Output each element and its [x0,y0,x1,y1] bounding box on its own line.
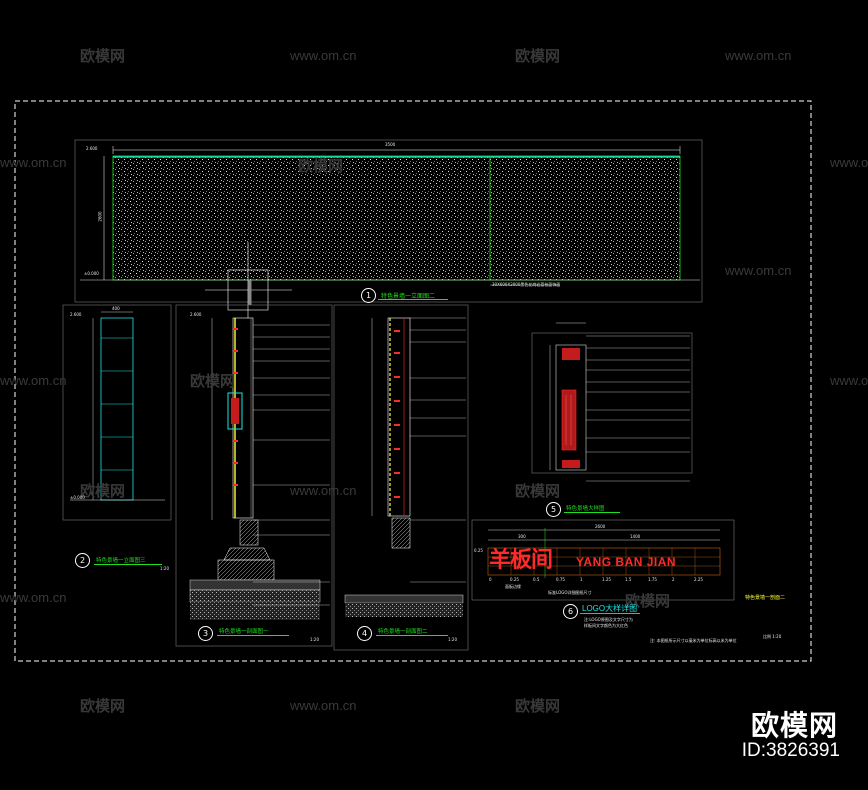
logo-label-a: 面板边缘 [505,584,521,589]
watermark-cn: 欧模网 [298,158,344,175]
watermark-url: www.om.cn [830,373,868,388]
logo-label-b: 标准LOGO详细图纸尺寸 [548,590,592,595]
detail5-title: 特色景墙大样图 [566,506,605,512]
logo-grid [487,547,721,576]
watermark-cn: 欧模网 [515,698,561,715]
detail2-bottom-level: ±0.000 [70,495,85,500]
sheet-scale-label: 比例 1:20 [763,634,782,639]
logo-dim-a: 300 [518,534,526,539]
detail4-scale: 1:20 [448,637,457,642]
detail3-title: 特色景墙一剖面图一 [219,629,269,635]
logo-detail-title: LOGO大样详图 [582,604,638,613]
tick: 0.5 [533,577,540,582]
top-level: 2.600 [86,146,98,151]
watermark-url: www.om.cn [290,48,357,63]
logo-english-text: YANG BAN JIAN [576,555,677,569]
detail-number-4: 4 [357,626,372,641]
width-dimension: 3500 [385,142,396,147]
brand-id: ID:3826391 [741,740,840,761]
tick: 1 [580,577,583,582]
detail5-frame [531,322,693,482]
watermark-url: www.om.cn [0,373,67,388]
watermark-url: www.om.cn [725,263,792,278]
detail6-frame [471,519,735,601]
material-note: 30X600X2000黑色花岗岩荔枝面饰面 [492,282,561,287]
tick: 1.25 [602,577,611,582]
detail3-scale: 1:20 [310,637,319,642]
watermark-url: www.om.cn [0,590,67,605]
sheet-right-title: 特色景墙一剖面二 [745,595,786,601]
watermark-cn: 欧模网 [515,48,561,65]
detail4-title: 特色景墙一剖面图二 [378,629,428,635]
detail-number-3: 3 [198,626,213,641]
logo-dim-b: 1400 [630,534,641,539]
tick: 1.5 [625,577,632,582]
detail4-frame [333,304,469,651]
tick: 1.75 [648,577,657,582]
watermark-cn: 欧模网 [80,698,126,715]
watermark-url: www.om.cn [290,698,357,713]
logo-width-dim: 2600 [595,524,606,529]
tick: 0.75 [556,577,565,582]
watermark-url: www.om.cn [725,48,792,63]
watermark-cn: 欧模网 [515,483,561,500]
detail2-title: 特色景墙一立面图三 [96,558,146,564]
watermark-cn: 欧模网 [80,48,126,65]
ground-level: ±0.000 [84,271,99,276]
brand-logo: 欧模网 [750,709,838,742]
logo-note-1: 注:LOGO原图及文字尺寸为 [584,617,633,622]
detail-number-1: 1 [361,288,376,303]
watermark-url: www.om.cn [290,483,357,498]
logo-chinese-text: 羊板间 [489,548,553,573]
tick: 2.25 [694,577,703,582]
tick: 2 [672,577,675,582]
watermark-cn: 欧模网 [625,593,671,610]
watermark-cn: 欧模网 [80,483,126,500]
granite-wall-panel [112,155,681,281]
detail2-top-level: 2.600 [70,312,82,317]
detail-number-6: 6 [563,604,578,619]
watermark-url: www.om.cn [0,155,67,170]
detail3-top-level: 2.600 [190,312,202,317]
detail2-frame [62,304,172,521]
detail2-width: 400 [112,306,120,311]
detail-number-2: 2 [75,553,90,568]
watermark-cn: 欧模网 [190,373,236,390]
logo-note-2: 样板间文字颜色为大红色 [584,623,628,628]
elevation-frame [74,139,703,318]
sheet-footer-note: 注: 本图纸所示尺寸以毫米为单位标高以米为单位 [650,638,737,643]
sheet-border [14,100,812,662]
height-dimension: 2600 [97,211,103,222]
detail-number-5: 5 [546,502,561,517]
tick: 0 [489,577,492,582]
elevation-title: 特色景墙一立面图二 [381,293,436,300]
detail2-scale: 1:20 [160,566,169,571]
logo-side-label: 0.25 [474,548,483,553]
tick: 0.25 [510,577,519,582]
watermark-url: www.om.cn [830,155,868,170]
detail3-frame [175,304,333,647]
